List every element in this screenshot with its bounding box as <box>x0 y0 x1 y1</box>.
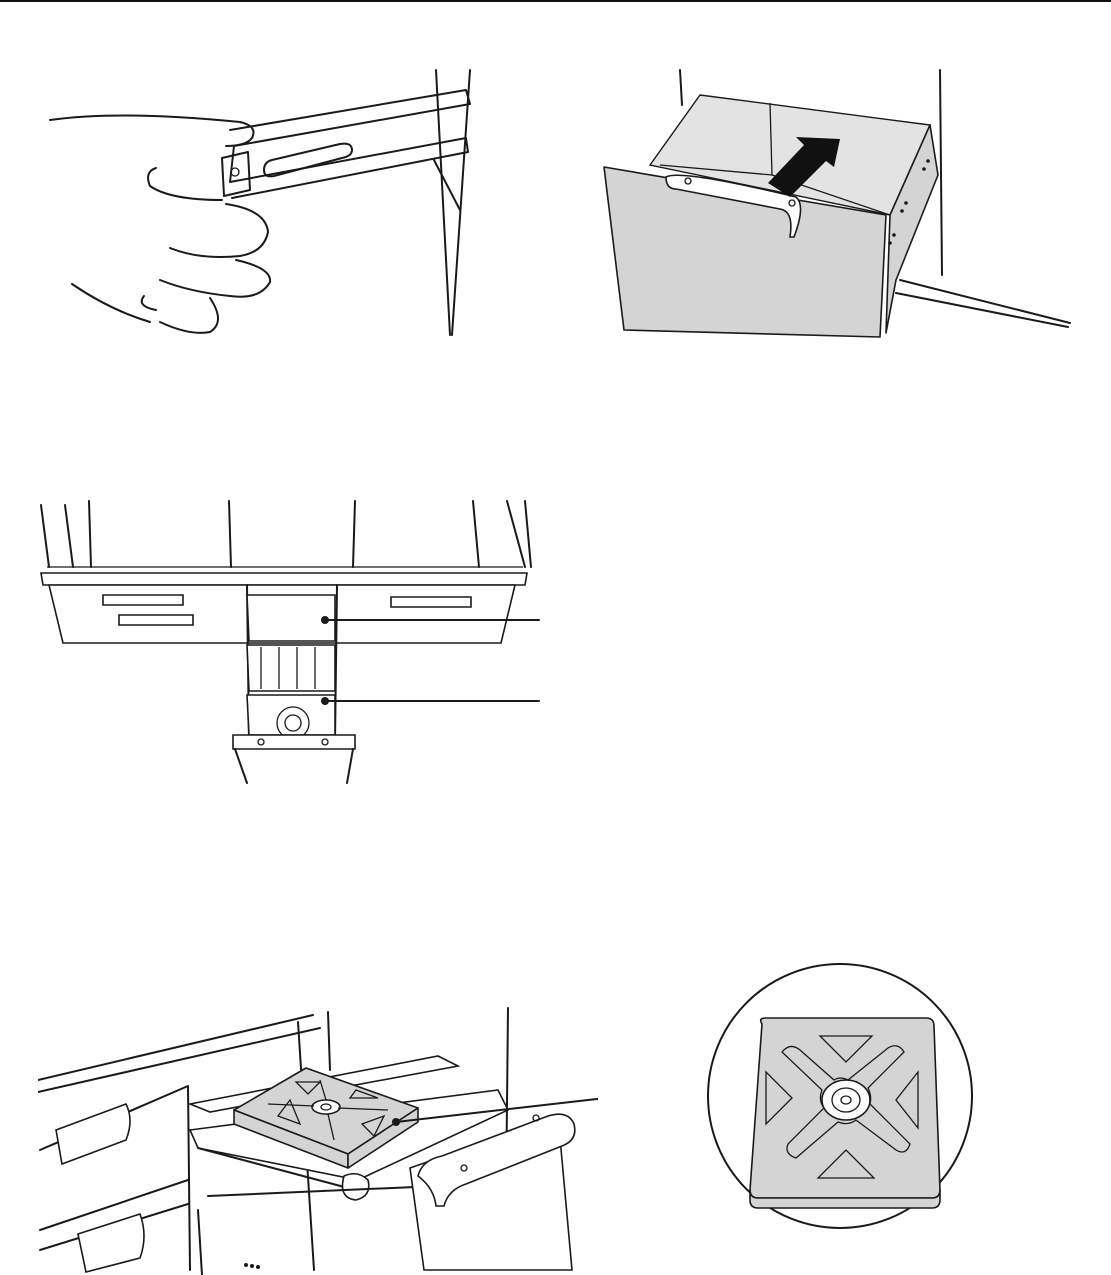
pad-magnified-detail-illustration <box>700 960 985 1235</box>
drawer-top-view-callout-illustration <box>35 495 545 785</box>
drawer-push-in-arrow-illustration <box>600 65 1075 340</box>
hand-release-slide-illustration <box>40 60 490 345</box>
pad-on-slide-illustration <box>38 1000 598 1275</box>
page-top-rule <box>0 0 1111 2</box>
